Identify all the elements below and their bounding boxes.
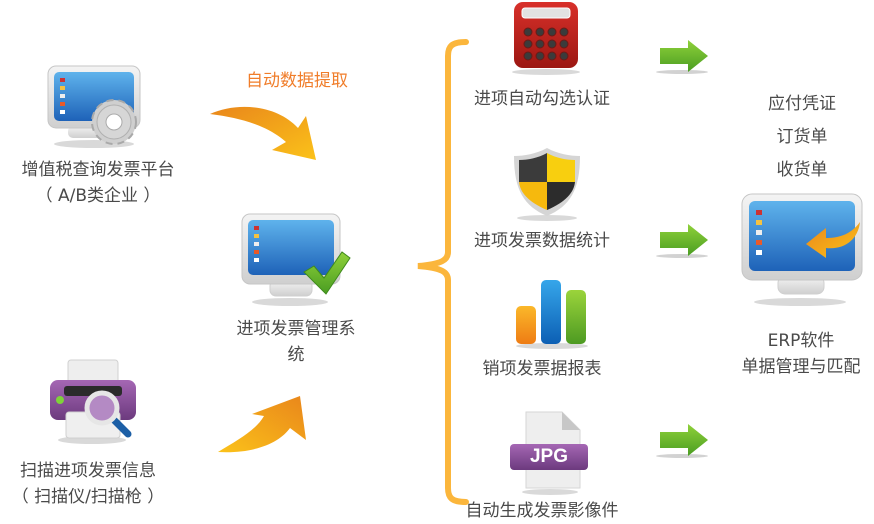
erp-document-payable-voucher: 应付凭证 [768, 94, 836, 114]
erp-software-line1: ERP软件 [767, 331, 835, 351]
jpg-badge-text: JPG [529, 446, 569, 467]
source-scan-line2: （ 扫描仪/扫描枪 ） [11, 487, 165, 507]
feature-auto-certify-label: 进项自动勾选认证 [474, 89, 610, 109]
center-system-line1: 进项发票管理系 [236, 319, 356, 339]
bar-orange [516, 306, 536, 344]
flow-label-auto-extract: 自动数据提取 [246, 71, 348, 91]
shield-icon [510, 146, 584, 222]
curved-arrow-up-icon [216, 392, 308, 462]
erp-software-line2: 单据管理与匹配 [741, 357, 861, 377]
erp-document-receipt: 收货单 [776, 160, 828, 180]
curly-brace-divider [412, 38, 469, 508]
curved-arrow-down-icon [206, 100, 326, 170]
source-scan-line1: 扫描进项发票信息 [20, 461, 156, 481]
source-scan-label: 扫描进项发票信息 （ 扫描仪/扫描枪 ） [0, 458, 176, 510]
monitor-import-icon [740, 192, 864, 308]
calculator-icon [508, 0, 584, 76]
erp-document-list: 应付凭证 订货单 收货单 [740, 88, 864, 187]
green-arrow-icon-2 [656, 222, 712, 260]
bar-blue [541, 280, 561, 344]
center-system-label: 进项发票管理系 统 [214, 316, 378, 368]
source-vat-platform-line1: 增值税查询发票平台 [21, 160, 175, 180]
erp-software-label: ERP软件 单据管理与匹配 [726, 328, 874, 380]
bar-chart-icon [512, 278, 592, 350]
feature-statistics-label: 进项发票数据统计 [474, 231, 610, 251]
source-vat-platform-line2: （ A/B类企业 ） [35, 186, 161, 206]
source-vat-platform-label: 增值税查询发票平台 （ A/B类企业 ） [0, 157, 196, 209]
feature-sales-report-label: 销项发票据报表 [482, 359, 602, 379]
green-arrow-icon-3 [656, 422, 712, 460]
center-system-line2: 统 [287, 345, 305, 365]
jpg-file-icon: JPG [506, 410, 592, 496]
scanner-printer-icon [46, 356, 142, 446]
monitor-gear-icon [44, 64, 144, 150]
erp-document-purchase-order: 订货单 [776, 127, 828, 147]
bar-green [566, 290, 586, 344]
green-arrow-icon-1 [656, 38, 712, 76]
feature-image-generate-label: 自动生成发票影像件 [465, 501, 619, 521]
monitor-check-icon [238, 210, 351, 306]
